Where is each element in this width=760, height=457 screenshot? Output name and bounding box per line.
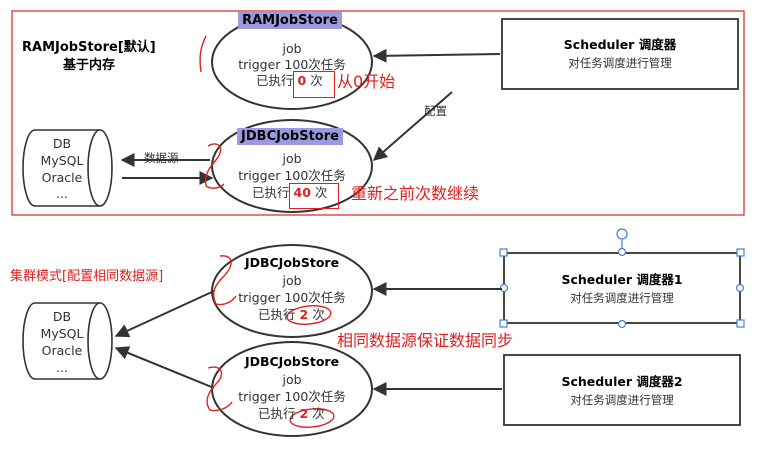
- cluster-store1-exec-prefix: 已执行: [258, 307, 296, 322]
- ram-memory-subtitle: 基于内存: [63, 58, 116, 73]
- config-label: 配置: [424, 104, 447, 118]
- ram-default-title: RAMJobStore[默认]: [22, 40, 156, 55]
- handwritten-mark-store2: [206, 366, 233, 412]
- jdbc-executed-label-top: 已执行 40 次: [252, 185, 328, 200]
- arrow-store1-to-db: [114, 290, 215, 338]
- top-db-cylinder: [22, 129, 113, 207]
- jdbc-trigger-label-top: trigger 100次任务: [238, 168, 346, 183]
- bottom-db-ellipsis: ...: [56, 360, 68, 375]
- top-scheduler-subtitle: 对任务调度进行管理: [568, 56, 672, 70]
- jdbc-job-label-top: job: [282, 151, 302, 166]
- cluster-scheduler2-title: Scheduler 调度器2: [561, 374, 683, 389]
- top-section-frame: [11, 10, 745, 216]
- ram-trigger-label: trigger 100次任务: [238, 57, 346, 72]
- arrow-store2-to-db: [114, 346, 215, 389]
- cluster-store2-trigger: trigger 100次任务: [238, 389, 346, 404]
- arrow-scheduler-to-jdbc: [372, 91, 453, 161]
- cluster-store1-trigger: trigger 100次任务: [238, 290, 346, 305]
- cluster-store2-exec-count: 2: [299, 406, 309, 421]
- cluster-scheduler1-title[interactable]: Scheduler 调度器1: [561, 272, 683, 287]
- ram-exec-suffix: 次: [310, 73, 323, 88]
- jdbc-exec-prefix-top: 已执行: [252, 185, 290, 200]
- top-db-label: DB: [52, 136, 72, 151]
- selection-handles: [499, 228, 745, 329]
- jdbc-exec-count-top: 40: [293, 185, 311, 200]
- bottom-db-label: DB: [52, 309, 72, 324]
- handwritten-mark-jdbc-top: [204, 143, 225, 189]
- ram-jobstore-name: RAMJobStore: [238, 12, 342, 29]
- bottom-db-cylinder: [22, 302, 113, 380]
- top-db-mysql: MySQL: [40, 153, 84, 168]
- note-resume-previous-count: 重新之前次数继续: [351, 184, 480, 203]
- circle-mark-count-1: [286, 305, 332, 325]
- bottom-db-oracle: Oracle: [41, 343, 83, 358]
- bottom-db-mysql: MySQL: [40, 326, 84, 341]
- jdbc-jobstore-name-top: JDBCJobStore: [237, 128, 343, 145]
- cluster-scheduler2-subtitle: 对任务调度进行管理: [570, 393, 674, 407]
- cluster-store2-exec-suffix: 次: [312, 406, 325, 421]
- top-db-ellipsis: ...: [56, 186, 68, 201]
- ram-job-label: job: [282, 41, 302, 56]
- cluster-store2-name: JDBCJobStore: [244, 354, 340, 369]
- jdbc-exec-suffix-top: 次: [314, 185, 328, 200]
- cluster-store1-name: JDBCJobStore: [244, 255, 340, 270]
- cluster-store2-job: job: [282, 372, 302, 387]
- jdbc-count-highlight-box: [289, 183, 339, 209]
- ram-executed-label: 已执行 0 次: [256, 73, 323, 88]
- cluster-store1-exec-suffix: 次: [312, 307, 325, 322]
- ram-exec-count: 0: [297, 73, 307, 88]
- top-db-oracle: Oracle: [41, 170, 83, 185]
- top-scheduler-title: Scheduler 调度器: [563, 37, 677, 52]
- note-start-from-zero: 从0开始: [337, 72, 396, 91]
- cluster-scheduler-1-box[interactable]: [503, 252, 741, 324]
- ram-exec-prefix: 已执行: [256, 73, 294, 88]
- handwritten-mark-ram: [199, 35, 207, 73]
- top-scheduler-box: [501, 18, 739, 90]
- cluster-store2-exec-prefix: 已执行: [258, 406, 296, 421]
- ram-count-highlight-box: [293, 71, 335, 98]
- cluster-scheduler1-subtitle[interactable]: 对任务调度进行管理: [570, 291, 674, 305]
- cluster-scheduler-2-box: [503, 354, 741, 426]
- cluster-store2-executed: 已执行 2 次: [258, 406, 325, 421]
- cluster-store1-exec-count: 2: [299, 307, 309, 322]
- cluster-mode-label: 集群模式[配置相同数据源]: [10, 269, 164, 284]
- arrow-scheduler-to-ram: [372, 48, 501, 63]
- note-same-datasource-sync: 相同数据源保证数据同步: [337, 331, 514, 350]
- cluster-store1-job: job: [282, 273, 302, 288]
- circle-mark-count-2: [289, 408, 335, 428]
- handwritten-mark-store1: [212, 255, 237, 306]
- datasource-label: 数据源: [144, 151, 179, 165]
- cluster-store1-executed: 已执行 2 次: [258, 307, 325, 322]
